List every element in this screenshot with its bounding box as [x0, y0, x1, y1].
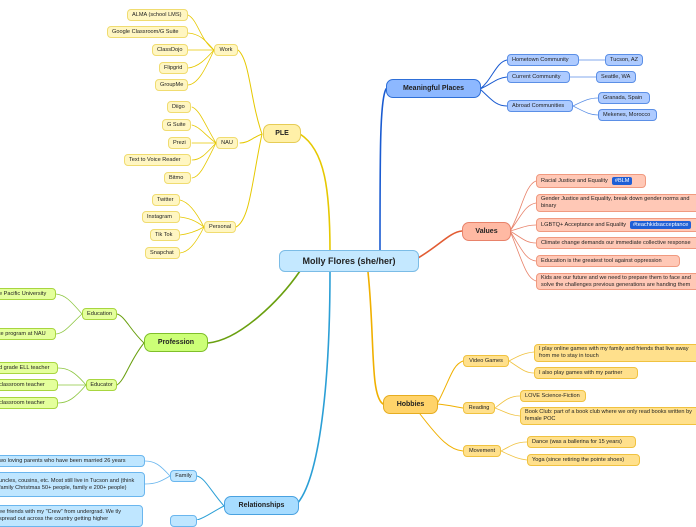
ple-work[interactable]: Work: [214, 44, 238, 56]
hobbies-movement-item[interactable]: Dance (was a ballerina for 15 years): [527, 436, 636, 448]
topic-hobbies[interactable]: Hobbies: [383, 395, 438, 414]
ple-nau-item[interactable]: Prezi: [168, 137, 191, 149]
topic-ple[interactable]: PLE: [263, 124, 301, 143]
places-current-item[interactable]: Seattle, WA: [596, 71, 636, 83]
relationships-family-item[interactable]: uncles, cousins, etc. Most still live in…: [0, 472, 145, 497]
hobbies-reading-item[interactable]: LOVE Science-Fiction: [520, 390, 586, 402]
hashtag-badge[interactable]: #BLM: [611, 177, 633, 185]
ple-nau-item[interactable]: G Suite: [162, 119, 191, 131]
places-hometown-item[interactable]: Tucson, AZ: [605, 54, 643, 66]
places-current[interactable]: Current Community: [507, 71, 570, 83]
values-item[interactable]: Kids are our future and we need to prepa…: [536, 273, 696, 290]
values-item[interactable]: Gender Justice and Equality, break down …: [536, 194, 696, 212]
ple-personal[interactable]: Personal: [204, 221, 236, 233]
ple-personal-item[interactable]: Tik Tok: [150, 229, 180, 241]
profession-education[interactable]: Education: [82, 308, 117, 320]
places-hometown[interactable]: Hometown Community: [507, 54, 579, 66]
hashtag-badge[interactable]: #teachkidsacceptance: [630, 221, 692, 229]
hobbies-video-item[interactable]: I also play games with my partner: [534, 367, 638, 379]
values-item[interactable]: Education is the greatest tool against o…: [536, 255, 680, 267]
profession-educator-item[interactable]: classroom teacher: [0, 397, 58, 409]
relationships-family-item[interactable]: wo loving parents who have been married …: [0, 455, 145, 467]
values-item[interactable]: Climate change demands our immediate col…: [536, 237, 696, 249]
ple-nau-item[interactable]: Bitmo: [164, 172, 191, 184]
ple-work-item[interactable]: ALMA (school LMS): [127, 9, 188, 21]
hobbies-video-item[interactable]: I play online games with my family and f…: [534, 344, 696, 362]
profession-educator-item[interactable]: classroom teacher: [0, 379, 58, 391]
values-item-text: LGBTQ+ Acceptance and Equality: [541, 221, 627, 228]
ple-work-item[interactable]: GroupMe: [155, 79, 188, 91]
hobbies-reading-item[interactable]: Book Club: part of a book club where we …: [520, 407, 696, 425]
values-item[interactable]: LGBTQ+ Acceptance and Equality#teachkids…: [536, 218, 696, 232]
ple-personal-item[interactable]: Instagram: [142, 211, 180, 223]
hobbies-movement-item[interactable]: Yoga (since retiring the pointe shoes): [527, 454, 640, 466]
values-item[interactable]: Racial Justice and Equality#BLM: [536, 174, 646, 188]
places-abroad[interactable]: Abroad Communities: [507, 100, 573, 112]
topic-values[interactable]: Values: [462, 222, 511, 241]
ple-personal-item[interactable]: Twitter: [152, 194, 180, 206]
ple-nau-item[interactable]: Text to Voice Reader: [124, 154, 191, 166]
relationships-friends-item[interactable]: ee friends with my "Crew" from undergrad…: [0, 505, 143, 527]
central-topic[interactable]: Molly Flores (she/her): [279, 250, 419, 272]
profession-educator[interactable]: Educator: [86, 379, 117, 391]
topic-relationships[interactable]: Relationships: [224, 496, 299, 515]
hobbies-movement[interactable]: Movement: [463, 445, 501, 457]
relationships-friends[interactable]: [170, 515, 197, 527]
values-item-text: Racial Justice and Equality: [541, 177, 608, 184]
hobbies-reading[interactable]: Reading: [463, 402, 495, 414]
ple-nau-item[interactable]: Diigo: [167, 101, 191, 113]
places-abroad-item[interactable]: Granada, Spain: [598, 92, 650, 104]
places-abroad-item[interactable]: Mekenes, Morocco: [598, 109, 657, 121]
profession-educator-item[interactable]: d grade ELL teacher: [0, 362, 58, 374]
relationships-family[interactable]: Family: [170, 470, 197, 482]
topic-profession[interactable]: Profession: [144, 333, 208, 352]
hobbies-video-games[interactable]: Video Games: [463, 355, 509, 367]
ple-nau[interactable]: NAU: [216, 137, 238, 149]
ple-work-item[interactable]: Google Classroom/G Suite: [107, 26, 188, 38]
ple-work-item[interactable]: Flipgrid: [159, 62, 188, 74]
profession-education-item[interactable]: e Pacific University: [0, 288, 56, 300]
profession-education-item[interactable]: te program at NAU: [0, 328, 56, 340]
ple-work-item[interactable]: ClassDojo: [152, 44, 188, 56]
topic-meaningful-places[interactable]: Meaningful Places: [386, 79, 481, 98]
ple-personal-item[interactable]: Snapchat: [145, 247, 180, 259]
